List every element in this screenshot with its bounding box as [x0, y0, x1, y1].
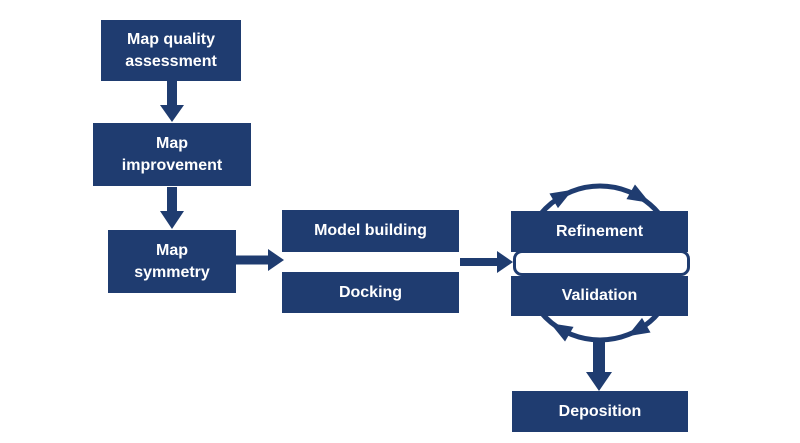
node-refinement: Refinement [511, 211, 688, 252]
arrow-building-to-refinement [460, 251, 513, 273]
node-deposition: Deposition [512, 391, 688, 432]
node-label: Map symmetry [134, 242, 210, 281]
node-docking: Docking [282, 272, 459, 313]
node-label: Refinement [555, 222, 644, 240]
arrow-symmetry-to-building [236, 249, 284, 271]
node-label: Docking [338, 283, 403, 301]
arrow-improvement-to-symmetry [160, 187, 184, 229]
node-label: Model building [314, 222, 427, 240]
node-label: Map quality assessment [125, 31, 217, 70]
arrow-cycle-to-deposition [586, 338, 612, 391]
node-label: Map improvement [121, 135, 223, 174]
node-label: Validation [561, 287, 638, 305]
node-validation: Validation [511, 276, 688, 316]
node-map-quality-assessment: Map quality assessment [101, 20, 241, 81]
node-label: Deposition [558, 402, 642, 420]
node-map-symmetry: Map symmetry [108, 230, 236, 293]
cycle-arrowhead-top-right-icon [626, 184, 650, 203]
cycle-arrowhead-top-left-icon [549, 189, 573, 209]
node-model-building: Model building [282, 210, 459, 252]
refinement-validation-divider [513, 250, 690, 276]
cycle-arrowhead-bottom-left-icon [550, 323, 574, 342]
arrow-quality-to-improvement [160, 81, 184, 122]
cycle-arrowhead-bottom-right-icon [627, 317, 651, 337]
node-map-improvement: Map improvement [93, 123, 251, 186]
